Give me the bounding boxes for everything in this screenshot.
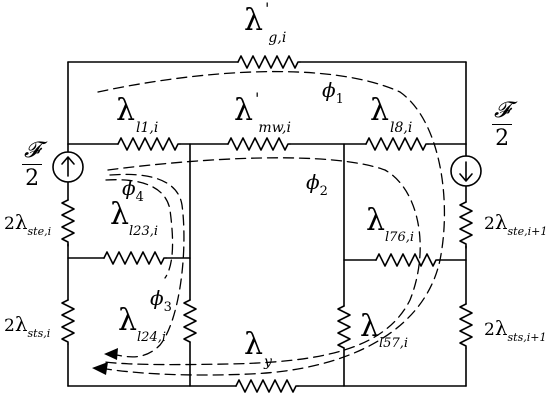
label-ste-left: 2λste,i	[4, 210, 52, 238]
source-left-label: 𝓕 2	[22, 138, 43, 191]
resistor-inner-left	[183, 299, 197, 343]
label-lambda-y: λy	[244, 327, 272, 370]
label-sts-right: 2λsts,i+1	[484, 316, 547, 344]
resistor-lambda-l23	[103, 251, 167, 265]
label-lambda-l76: λl76,i	[366, 203, 415, 245]
resistor-inner-right	[337, 305, 351, 349]
label-ste-right: 2λste,i+1	[484, 210, 548, 238]
resistor-lambda-l8	[365, 137, 429, 151]
resistor-sts-right	[459, 303, 473, 349]
label-lambda-l24: λl24,i	[118, 303, 167, 345]
label-lambda-l8: λl8,i	[370, 93, 413, 136]
label-lambda-l1: λl1,i	[116, 93, 159, 136]
resistor-lambda-g	[237, 55, 301, 69]
label-phi1: ϕ1	[322, 78, 344, 107]
label-lambda-mw: λ'mw,i	[234, 89, 291, 136]
label-phi3: ϕ3	[150, 286, 172, 315]
resistor-lambda-y	[235, 379, 299, 393]
label-lambda-l57: λl57,i	[360, 309, 409, 351]
label-phi4: ϕ4	[122, 176, 144, 205]
flux-path-phi4	[105, 179, 174, 279]
resistor-ste-left	[61, 199, 75, 247]
resistor-sts-left	[61, 299, 75, 345]
flux-arrow-phi1	[92, 362, 108, 375]
label-lambda-g: λ'g,i	[244, 0, 287, 46]
label-phi2: ϕ2	[306, 170, 328, 199]
source-left-arrow	[61, 156, 75, 177]
flux-arrow-phi3	[104, 348, 118, 360]
source-right-label: 𝓕 2	[492, 98, 513, 151]
resistor-lambda-l1	[117, 137, 181, 151]
flux-path-phi1	[97, 70, 446, 376]
resistor-lambda-l76	[375, 253, 439, 267]
label-sts-left: 2λsts,i	[4, 312, 51, 340]
resistor-lambda-mw	[227, 137, 291, 151]
source-right-arrow	[459, 161, 473, 182]
source-left-circle	[52, 151, 84, 183]
flux-path-phi2	[104, 157, 421, 366]
label-lambda-l23: λl23,i	[110, 197, 159, 239]
resistor-ste-right	[459, 201, 473, 249]
source-right-circle	[450, 155, 482, 187]
flux-path-phi3	[109, 173, 185, 358]
